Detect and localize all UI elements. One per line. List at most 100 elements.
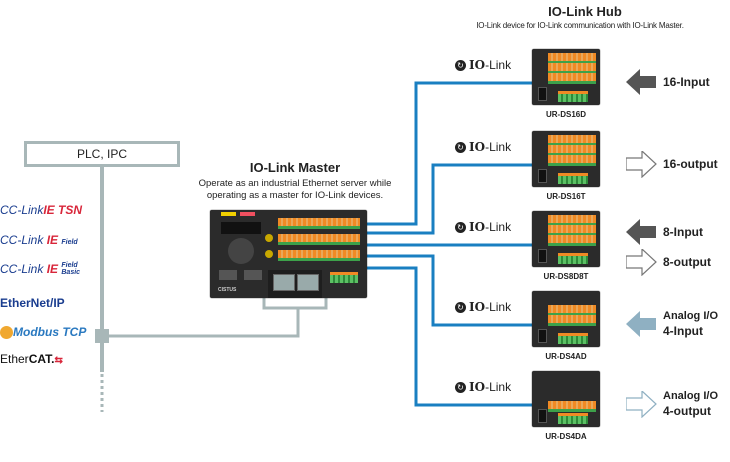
- io-label: 16-output: [663, 156, 718, 172]
- iolink-wires: [367, 81, 532, 407]
- terminal-block: [548, 225, 596, 236]
- master-desc-line-1: Operate as an industrial Ethernet server…: [198, 178, 392, 189]
- ethercat-arrow-icon: ⇆: [54, 355, 63, 366]
- iolink-label-suffix: -Link: [485, 380, 512, 394]
- io-label: 16-Input: [663, 74, 710, 90]
- iolink-label: ↻IO-Link: [455, 220, 511, 234]
- iolink-icon: ↻: [455, 301, 466, 313]
- io-label-line: Analog I/O: [663, 390, 718, 402]
- terminal-block-3: [278, 250, 360, 261]
- hub-model-name: UR-DS4AD: [545, 352, 587, 361]
- iolink-label-prefix: IO: [469, 220, 486, 234]
- rotary-switch-2: [265, 250, 273, 258]
- logo-text: CC-Link: [0, 233, 44, 247]
- terminal-block: [548, 63, 596, 74]
- logo-text: CC-Link: [0, 262, 44, 276]
- logo-text-accent: IE: [46, 262, 59, 276]
- iolink-label-suffix: -Link: [485, 140, 512, 154]
- wire-hub-1: [367, 81, 532, 226]
- master-title: IO-Link Master: [249, 160, 341, 175]
- indicator-yellow: [221, 212, 236, 216]
- iolink-icon: ↻: [455, 141, 466, 153]
- terminal-block-1: [278, 218, 360, 229]
- io-label-line: 16-output: [663, 157, 718, 171]
- ethernet-port-2[interactable]: [297, 274, 319, 291]
- power-terminal: [558, 253, 588, 264]
- iolink-label-suffix: -Link: [485, 300, 512, 314]
- terminal-block: [548, 135, 596, 146]
- power-terminal: [558, 173, 588, 184]
- terminal-block: [548, 401, 596, 412]
- terminal-block: [548, 53, 596, 64]
- io-label: 8-output: [663, 255, 711, 269]
- io-label-line: 4-Input: [663, 324, 703, 338]
- hub-device-ur-ds4ad: [532, 291, 600, 347]
- hub-device-ur-ds8d8t: [532, 211, 600, 267]
- iolink-icon: ↻: [455, 59, 466, 71]
- logo-text: CC-Link: [0, 203, 44, 217]
- logo-ethercat: EtherCAT.⇆: [0, 352, 63, 366]
- connector-port[interactable]: [538, 329, 547, 343]
- display-screen: [221, 222, 261, 234]
- enter-key: [244, 270, 262, 280]
- ethernet-port-1[interactable]: [273, 274, 295, 291]
- iolink-label-suffix: -Link: [485, 58, 512, 72]
- master-ethernet-line: [108, 307, 300, 338]
- master-description: Operate as an industrial Ethernet server…: [170, 178, 420, 202]
- terminal-block: [548, 215, 596, 226]
- connector-port[interactable]: [538, 87, 547, 101]
- connector-port[interactable]: [538, 249, 547, 263]
- wire-hub-5: [367, 266, 532, 407]
- iolink-label-prefix: IO: [469, 140, 486, 154]
- input-arrow-icon: [626, 219, 657, 251]
- power-terminal: [558, 91, 588, 102]
- wire-hub-4: [367, 254, 532, 327]
- wire-hub-2: [367, 163, 532, 235]
- hub-model-name: UR-DS8D8T: [543, 272, 589, 281]
- power-terminal: [558, 413, 588, 424]
- master-brand: CISTUS: [218, 287, 237, 293]
- output-arrow-icon: [625, 247, 657, 281]
- io-label: Analog I/O 4-output: [663, 389, 718, 419]
- iolink-label-prefix: IO: [469, 58, 486, 72]
- hub-device-ur-ds16t: [532, 131, 600, 187]
- logo-badge: Field: [61, 262, 78, 269]
- terminal-block: [548, 235, 596, 246]
- indicator-red: [240, 212, 255, 216]
- terminal-block: [548, 155, 596, 166]
- rotary-switch-1: [265, 234, 273, 242]
- hub-model-name: UR-DS16D: [545, 110, 586, 119]
- dpad-button: [228, 238, 254, 264]
- input-arrow-icon: [626, 69, 657, 101]
- terminal-block: [548, 73, 596, 84]
- iolink-master-device: CISTUS: [210, 210, 367, 298]
- logo-cc-link-ie-field: CC-Link IE Field: [0, 233, 78, 247]
- plc-label: PLC, IPC: [76, 147, 127, 161]
- logo-text: EtherNet/IP: [0, 296, 65, 310]
- iolink-label-suffix: -Link: [485, 220, 512, 234]
- network-junction: [95, 329, 109, 343]
- iolink-label-prefix: IO: [469, 380, 486, 394]
- hub-device-ur-ds16d: [532, 49, 600, 105]
- modbus-icon: [0, 326, 13, 340]
- iolink-label-prefix: IO: [469, 300, 486, 314]
- connector-port[interactable]: [538, 409, 547, 423]
- input-arrow-icon: [626, 311, 657, 343]
- iolink-icon: ↻: [455, 221, 466, 233]
- hub-model-name: UR-DS4DA: [545, 432, 587, 441]
- io-label-line: 4-output: [663, 404, 711, 418]
- output-arrow-icon: [625, 389, 657, 423]
- iolink-label: ↻IO-Link: [455, 58, 511, 72]
- logo-cc-link-ie-tsn: CC-LinkIE TSN: [0, 203, 82, 217]
- connector-port[interactable]: [538, 169, 547, 183]
- output-arrow-icon: [625, 149, 657, 183]
- logo-text-accent: CAT.: [28, 352, 55, 366]
- logo-text-accent: IE TSN: [43, 203, 83, 217]
- hub-subtitle: IO-Link device for IO-Link communication…: [476, 21, 684, 30]
- terminal-block: [548, 315, 596, 326]
- io-label-line: 16-Input: [663, 75, 710, 89]
- power-terminal: [330, 272, 358, 283]
- logo-ethernet-ip: EtherNet/IP: [0, 296, 65, 310]
